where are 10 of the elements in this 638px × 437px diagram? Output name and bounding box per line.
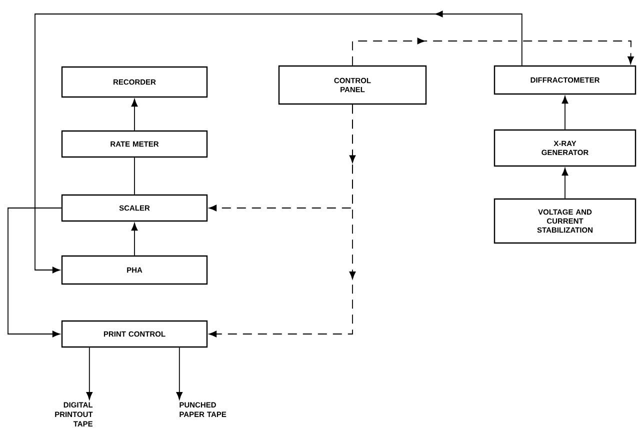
arrow bbox=[208, 104, 356, 338]
arrow bbox=[8, 208, 62, 338]
arrow bbox=[131, 222, 138, 256]
arrow bbox=[34, 10, 522, 274]
arrow bbox=[562, 96, 568, 130]
arrow bbox=[352, 38, 634, 66]
arrow bbox=[176, 347, 183, 400]
arrow bbox=[131, 98, 138, 131]
arrow bbox=[86, 347, 93, 400]
arrow bbox=[562, 168, 568, 199]
